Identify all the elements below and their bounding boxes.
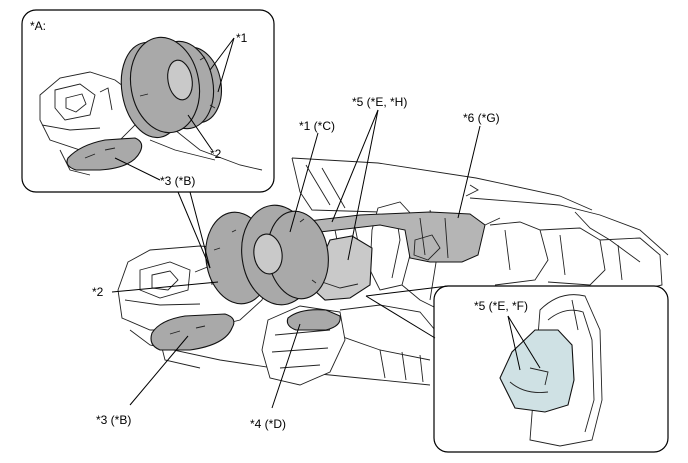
label-inset-5: *5 (*E, *F) — [474, 299, 528, 313]
label-main-1: *1 (*C) — [299, 119, 335, 133]
label-main-6: *6 (*G) — [463, 111, 500, 125]
inset-side-airbag-leader-lines — [507, 315, 541, 371]
vehicle-interior-illustration — [117, 157, 669, 386]
knee-airbag — [150, 313, 235, 351]
front-passenger-airbag — [241, 204, 329, 306]
seat-cushion-airbag — [286, 309, 341, 331]
label-inset-1: *1 — [236, 31, 248, 45]
inset-a-leader-lines — [114, 37, 235, 181]
label-inset-2: *2 — [210, 147, 222, 161]
inset-a-title: *A: — [30, 19, 46, 33]
seat-side-airbag — [313, 235, 373, 301]
label-main-4: *4 (*D) — [250, 417, 286, 431]
inset-a-panel: *A: — [21, 9, 275, 193]
inset-side-airbag-panel — [433, 285, 669, 453]
label-main-5: *5 (*E, *H) — [352, 95, 407, 109]
curtain-airbag — [298, 211, 501, 263]
main-leader-lines — [111, 109, 481, 409]
label-main-2: *2 — [92, 285, 104, 299]
label-main-3: *3 (*B) — [96, 413, 131, 427]
label-inset-3: *3 (*B) — [160, 174, 195, 188]
